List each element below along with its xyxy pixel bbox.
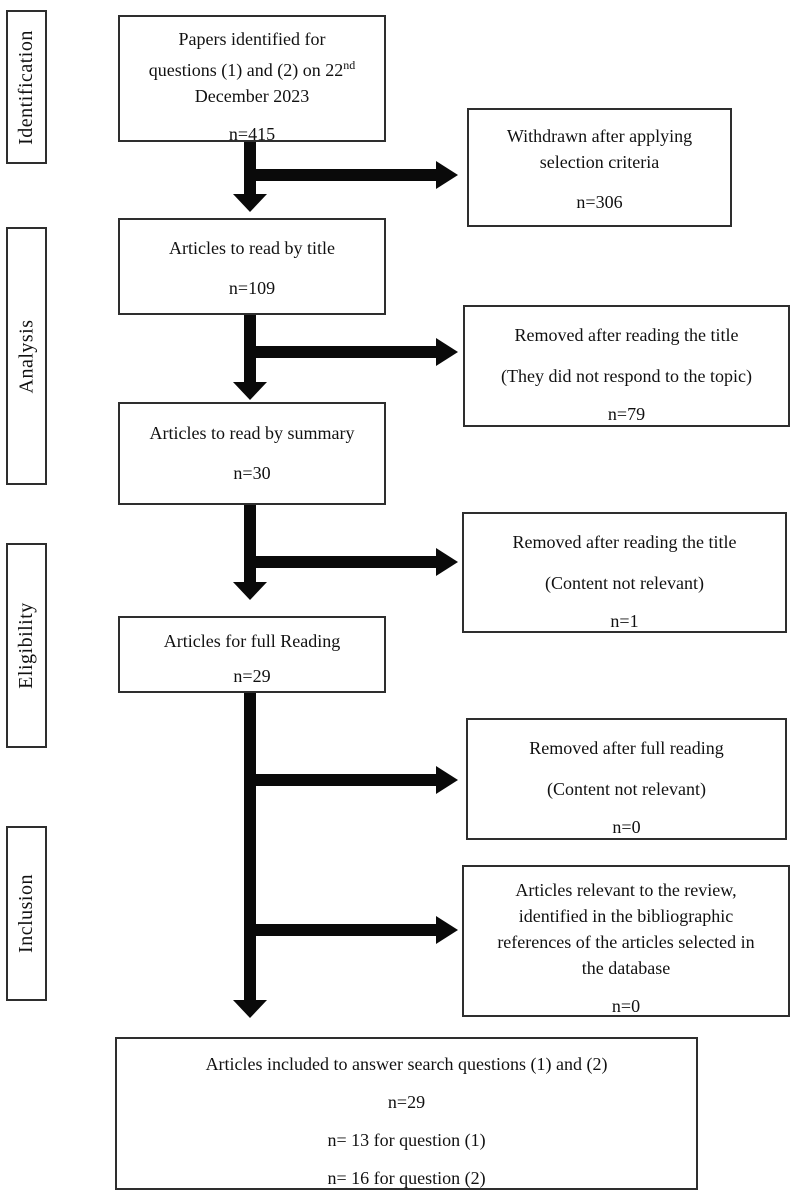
box-articles-included: Articles included to answer search quest… [115,1037,698,1190]
box-removed-title-content: Removed after reading the title (Content… [462,512,787,633]
arrowhead-down-icon [233,582,267,600]
box-articles-by-summary: Articles to read by summary n=30 [118,402,386,505]
box-count: n=30 [233,463,271,483]
arrowhead-down-icon [233,382,267,400]
box-text-line: December 2023 [194,86,310,106]
flow-branch-shaft-bibliographic [250,924,436,936]
box-count: n=415 [228,124,276,144]
box-text-line: Withdrawn after applying [506,126,693,146]
box-text-line: (They did not respond to the topic) [501,366,752,386]
box-text-line: references of the articles selected in [497,932,755,952]
box-count: n=0 [611,996,641,1016]
box-text-line: Removed after reading the title [512,532,737,552]
stage-label-inclusion: Inclusion [6,826,47,1001]
arrowhead-right-icon [436,766,458,794]
flow-branch-shaft-removed-content [250,556,436,568]
flow-branch-shaft-withdrawn [250,169,436,181]
box-count: n=79 [607,404,646,424]
stage-label-text: Analysis [15,319,37,393]
stage-label-text: Identification [15,29,38,145]
flow-arrow-shaft-identification [244,142,256,195]
box-count-total: n=29 [387,1092,426,1112]
box-text-line: questions (1) and (2) on 22nd [120,52,384,83]
flow-branch-shaft-removed-topic [250,346,436,358]
arrowhead-down-icon [233,194,267,212]
box-count: n=0 [612,817,641,837]
flow-arrow-shaft-inclusion [244,693,256,1001]
box-text-line: identified in the bibliographic [518,906,734,926]
box-count: n=109 [228,278,276,298]
box-text-line: (Content not relevant) [545,573,704,593]
box-count: n=29 [233,666,271,686]
stage-label-eligibility: Eligibility [6,543,47,748]
box-removed-title-topic: Removed after reading the title (They di… [463,305,790,427]
box-text-line: (Content not relevant) [547,779,706,799]
box-text-line: the database [581,958,671,978]
box-text-line: Removed after full reading [529,738,724,758]
box-articles-full-reading: Articles for full Reading n=29 [118,616,386,693]
box-count-question1: n= 13 for question (1) [327,1130,486,1150]
stage-label-text: Eligibility [15,602,37,689]
box-articles-by-title: Articles to read by title n=109 [118,218,386,315]
box-text-line: Articles for full Reading [163,631,341,651]
box-text-line: Articles to read by summary [149,423,355,443]
flow-branch-shaft-removed-full [250,774,436,786]
box-text-segment: questions (1) and (2) on 22 [148,60,344,80]
box-text-line: Papers identified for [178,29,326,49]
flow-arrow-shaft-eligibility [244,505,256,583]
stage-label-analysis: Analysis [6,227,47,485]
box-articles-bibliographic-references: Articles relevant to the review, identif… [462,865,790,1017]
arrowhead-right-icon [436,161,458,189]
arrowhead-right-icon [436,338,458,366]
box-text-line: selection criteria [539,152,660,172]
superscript-ordinal: nd [343,58,356,72]
box-text-line: Articles relevant to the review, [515,880,737,900]
box-withdrawn-selection-criteria: Withdrawn after applying selection crite… [467,108,732,227]
box-count-question2: n= 16 for question (2) [327,1168,486,1188]
box-papers-identified: Papers identified for questions (1) and … [118,15,386,144]
box-text-line: Articles to read by title [169,238,335,258]
arrowhead-right-icon [436,548,458,576]
box-text-line: Removed after reading the title [514,325,739,345]
stage-label-identification: Identification [6,10,47,164]
box-count: n=306 [576,192,623,212]
box-count: n=1 [610,611,639,631]
arrowhead-down-icon [233,1000,267,1018]
arrowhead-right-icon [436,916,458,944]
box-removed-full-reading: Removed after full reading (Content not … [466,718,787,840]
stage-label-text: Inclusion [15,874,37,953]
box-text-line: Articles included to answer search quest… [205,1054,608,1074]
